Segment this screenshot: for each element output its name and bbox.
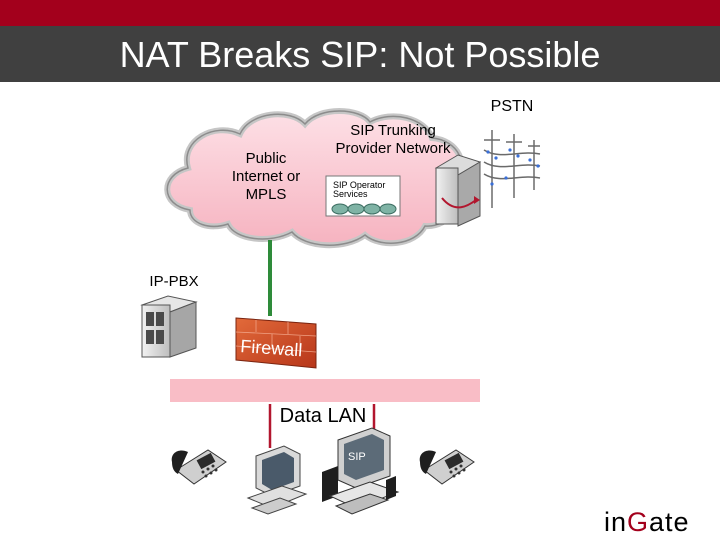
pstn-label: PSTN bbox=[490, 98, 534, 115]
logo-g: G bbox=[627, 507, 650, 537]
slide-title: NAT Breaks SIP: Not Possible bbox=[119, 34, 601, 75]
firewall-label: Firewall bbox=[240, 336, 303, 360]
data-lan-bar bbox=[170, 379, 480, 402]
pstn-insulator-dots bbox=[486, 148, 540, 186]
pstn-telephone-poles-icon bbox=[483, 130, 541, 208]
data-lan-label: Data LAN bbox=[279, 405, 367, 427]
sip-operator-label-2: Services bbox=[333, 189, 368, 199]
sip-trunking-label: SIP Trunking Provider Network bbox=[335, 122, 451, 157]
public-internet-label: Public Internet or MPLS bbox=[231, 150, 301, 203]
firewall-icon: Firewall bbox=[235, 317, 317, 369]
ip-phone-left-icon bbox=[171, 449, 227, 485]
top-accent-bar bbox=[0, 0, 720, 26]
workstation-icon: SIP bbox=[322, 427, 400, 515]
ip-pbx-icon bbox=[140, 295, 198, 358]
logo-prefix: in bbox=[604, 507, 628, 537]
logo-suffix: ate bbox=[649, 507, 690, 537]
title-band bbox=[0, 26, 720, 82]
ip-phone-right-icon bbox=[419, 449, 475, 485]
ingate-logo: inGate bbox=[604, 505, 714, 539]
sip-operator-services-icon: SIP Operator Services bbox=[325, 175, 401, 217]
workstation-screen-label: SIP bbox=[348, 451, 366, 463]
sip-operator-label-1: SIP Operator bbox=[333, 180, 385, 190]
provider-server-icon bbox=[434, 154, 482, 227]
pc-computer-icon bbox=[246, 445, 308, 515]
ip-pbx-label: IP-PBX bbox=[149, 273, 199, 290]
